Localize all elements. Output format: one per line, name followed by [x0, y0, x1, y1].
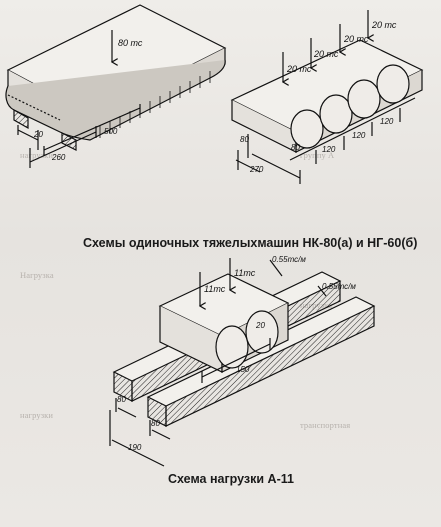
ghost-text: группу А — [300, 150, 335, 160]
ghost-text: нагрузки — [20, 150, 54, 160]
ng60-load-1: 20 тс — [286, 64, 312, 74]
a11-dim-80a: 80 — [117, 395, 126, 404]
a11-load-scheme — [109, 258, 376, 467]
a11-dim-80b: 80 — [151, 419, 160, 428]
nk80-dim-base: 500 — [104, 127, 118, 136]
ghost-text: транспортная — [300, 420, 351, 430]
a11-dim-150: 150 — [236, 365, 250, 374]
nk80-tracked-vehicle — [5, 4, 227, 168]
ng60-dim-270: 270 — [249, 165, 264, 174]
ng60-dim-80a: 80 — [240, 135, 249, 144]
ng60-dim-120-1: 120 — [322, 145, 336, 154]
ghost-text: Нагрузка — [20, 270, 54, 280]
ng60-load-4: 20 тс — [371, 20, 397, 30]
nk80-dim-width: 20 — [33, 130, 43, 139]
a11-truck-load: 11тс — [204, 284, 226, 294]
ng60-wheeled-vehicle — [230, 10, 424, 184]
ng60-load-2: 20 тс — [313, 49, 339, 59]
a11-wheel-20: 20 — [255, 321, 265, 330]
ng60-dim-120-3: 120 — [380, 117, 394, 126]
figure-2-caption: Схема нагрузки А-11 — [168, 472, 294, 486]
a11-load-top: 11тс — [234, 268, 256, 278]
ng60-dim-80b: 80 — [291, 143, 300, 152]
a11-band-load-2: 0.55тс/м — [322, 282, 356, 291]
figure-1-caption: Схемы одиночных тяжелыхмашин НК-80(а) и … — [83, 236, 418, 250]
nk80-load-label: 80 тс — [118, 38, 143, 48]
nk80-dim-offset: 260 — [51, 153, 66, 162]
a11-dim-190: 190 — [128, 443, 142, 452]
ng60-load-3: 20 тс — [343, 34, 369, 44]
ghost-text: нагрузки — [20, 410, 54, 420]
ng60-dim-120-2: 120 — [352, 131, 366, 140]
a11-band-load-1: 0.55тс/м — [272, 255, 306, 264]
